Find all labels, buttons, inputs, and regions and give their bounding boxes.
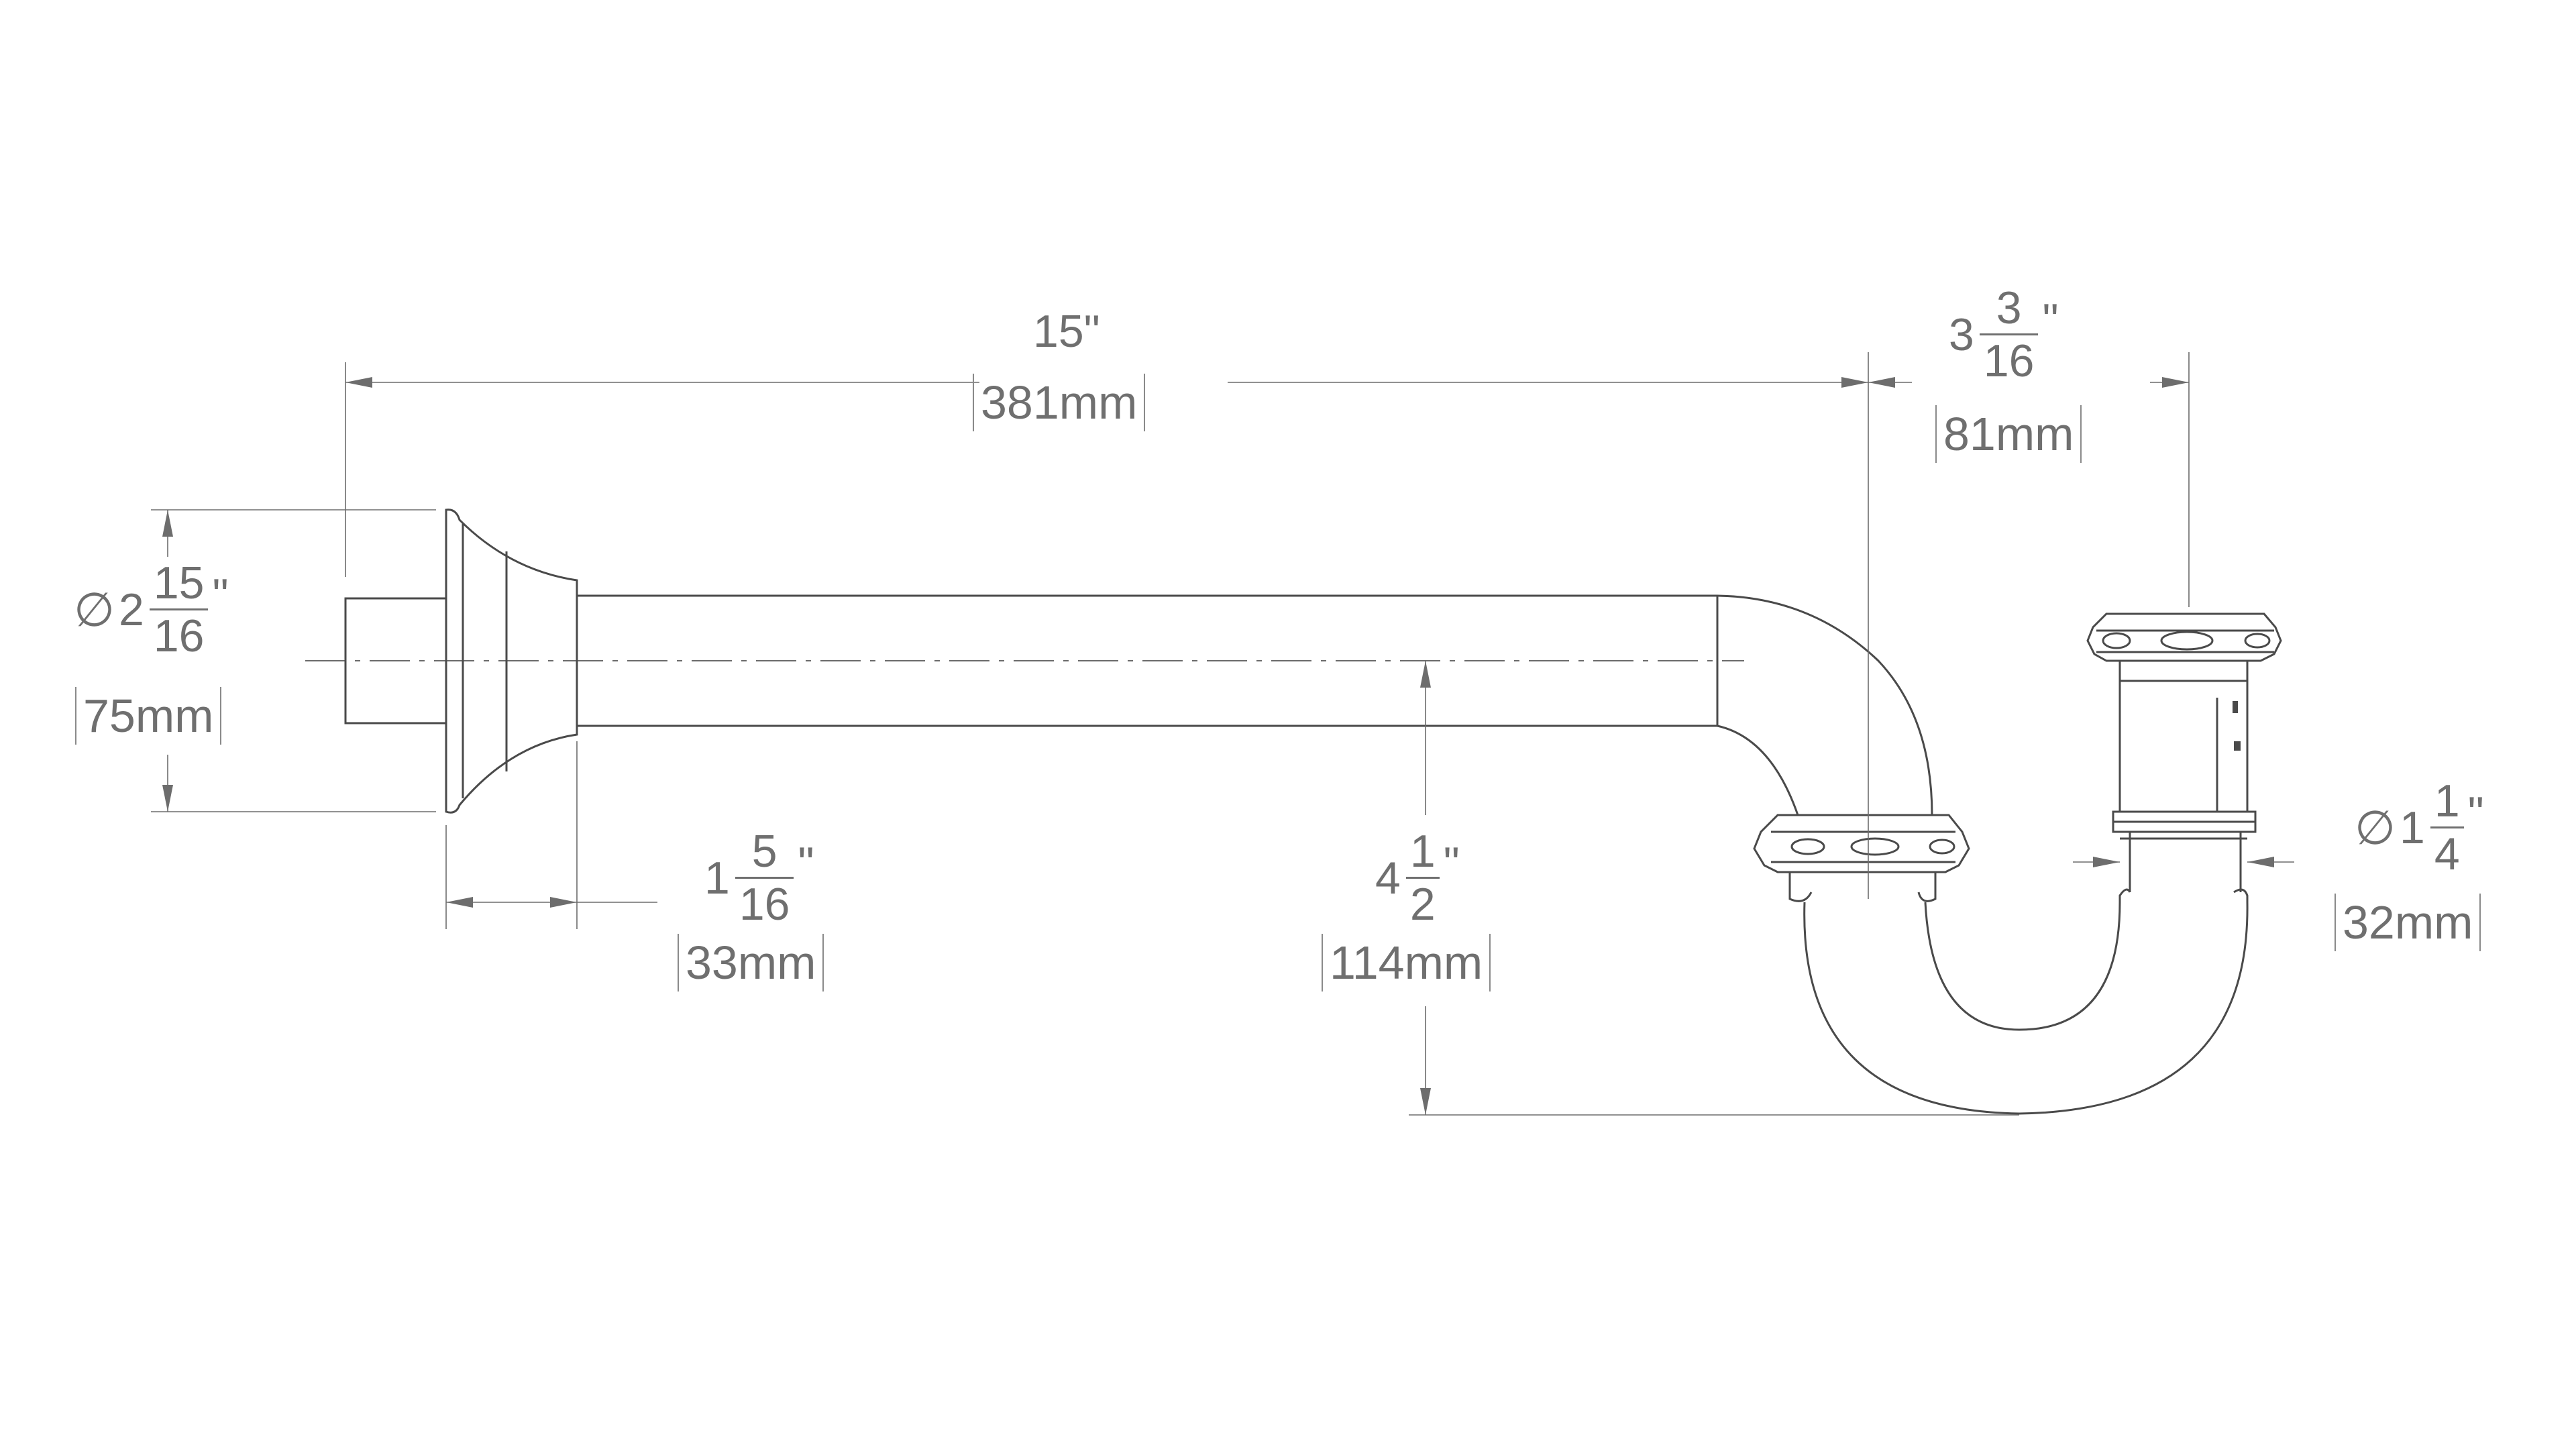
overall-length-metric-box: 381mm xyxy=(973,374,1146,431)
trap-offset-unit: " xyxy=(2042,294,2059,345)
dimension-line-tube-diameter xyxy=(2073,857,2294,867)
wall-flange xyxy=(344,508,578,814)
trap-j-bend xyxy=(1788,872,2249,1115)
tube-diameter-numerator: 1 xyxy=(2434,775,2460,826)
trap-offset-denominator: 16 xyxy=(1979,333,2039,384)
trap-offset-metric: 81mm xyxy=(1935,405,2082,463)
flange-depth-metric-box: 33mm xyxy=(678,934,824,991)
tube-diameter-label: ∅ 1 1 4 " xyxy=(2355,778,2484,877)
dimension-line-flange-depth xyxy=(446,897,657,908)
overall-length-label: 15" xyxy=(1033,309,1100,354)
drop-height-fraction: 1 2 xyxy=(1405,826,1440,927)
tube-diameter-denominator: 4 xyxy=(2430,826,2464,877)
flange-diameter-label: ∅ 2 15 16 " xyxy=(74,560,229,659)
tailpiece-right xyxy=(2112,659,2257,892)
trap-offset-whole: 3 xyxy=(1949,309,1974,360)
dimension-line-drop-height xyxy=(1420,661,1431,1115)
tube-diameter-whole: 1 xyxy=(2399,802,2425,853)
flange-diameter-metric: 75mm xyxy=(75,687,222,745)
flange-diameter-metric-box: 75mm xyxy=(75,687,222,745)
tube-diameter-symbol-icon: ∅ xyxy=(2355,801,2396,854)
slip-nut-right xyxy=(2086,612,2282,662)
overall-length-metric: 381mm xyxy=(973,374,1146,431)
drop-height-whole: 4 xyxy=(1375,852,1401,904)
dimension-line-overall-length xyxy=(345,377,1868,388)
flange-diameter-numerator: 15 xyxy=(153,557,205,608)
dimension-line-trap-offset xyxy=(1868,377,2189,388)
trap-offset-metric-box: 81mm xyxy=(1935,405,2082,463)
overall-length-inches: 15" xyxy=(1033,306,1100,357)
flange-depth-unit: " xyxy=(798,838,814,889)
trap-offset-fraction: 3 16 xyxy=(1979,282,2039,384)
extension-lines xyxy=(151,352,2190,1116)
drop-height-numerator: 1 xyxy=(1409,826,1436,877)
flange-depth-metric: 33mm xyxy=(678,934,824,991)
trap-offset-numerator: 3 xyxy=(1996,282,2022,333)
flange-depth-denominator: 16 xyxy=(735,877,794,927)
tube-diameter-unit: " xyxy=(2467,788,2484,839)
flange-depth-label: 1 5 16 " xyxy=(704,828,814,927)
drop-height-metric-box: 114mm xyxy=(1322,934,1491,991)
flange-diameter-denominator: 16 xyxy=(149,608,209,659)
flange-diameter-fraction: 15 16 xyxy=(149,557,209,659)
tube-diameter-fraction: 1 4 xyxy=(2430,778,2464,877)
flange-depth-numerator: 5 xyxy=(751,826,777,877)
tube-diameter-metric-box: 32mm xyxy=(2334,894,2481,951)
diameter-symbol-icon: ∅ xyxy=(74,583,115,636)
slip-nut-left xyxy=(1753,814,1970,873)
flange-diameter-unit: " xyxy=(212,570,229,621)
dimension-line-flange-diameter xyxy=(162,510,173,812)
flange-diameter-whole: 2 xyxy=(118,584,144,635)
flange-depth-whole: 1 xyxy=(704,852,730,904)
drop-height-denominator: 2 xyxy=(1405,877,1440,927)
drop-height-metric: 114mm xyxy=(1322,934,1491,991)
drop-height-label: 4 1 2 " xyxy=(1375,828,1460,927)
trap-arm xyxy=(577,594,1933,816)
tube-diameter-metric: 32mm xyxy=(2334,894,2481,951)
flange-depth-fraction: 5 16 xyxy=(735,828,794,927)
drop-height-unit: " xyxy=(1443,838,1460,889)
trap-offset-label: 3 3 16 " xyxy=(1949,285,2059,384)
